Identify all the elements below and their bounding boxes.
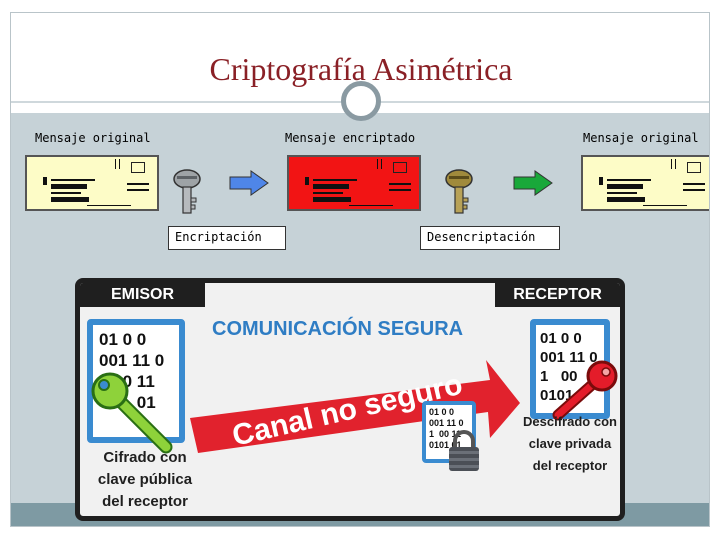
green-public-key-icon [91,372,173,454]
doc-line [127,189,149,191]
doc-rule [381,159,382,169]
doc-line [607,192,637,194]
doc-rule [671,159,672,169]
ring-ornament-icon [341,81,381,121]
sender-caption-line: clave pública [97,471,193,488]
original-message-document [25,155,159,211]
stamp-icon [687,162,701,173]
doc-rule [115,159,116,169]
doc-line [643,205,687,206]
receiver-caption-line: clave privada [528,436,612,451]
sender-caption: Cifrado con clave pública del receptor [80,447,210,513]
sender-tab: EMISOR [80,283,205,307]
receiver-caption-line: del receptor [532,458,608,473]
doc-line [389,189,411,191]
doc-line [51,184,87,189]
sender-binary-data: 01 0 0 001 11 0 00 11 01 01 [99,330,165,412]
doc-mark [43,177,47,185]
stage-label-decrypted: Mensaje original [583,131,699,145]
decrypted-message-document [581,155,709,211]
doc-rule [377,159,378,169]
doc-line [683,189,705,191]
panel-headline: COMUNICACIÓN SEGURA [212,318,464,340]
receiver-binary-data: 01 0 0 001 11 0 1 00 0101 [540,330,598,404]
sender-caption-line: Cifrado con [103,449,187,466]
doc-line [313,192,343,194]
doc-line [607,184,643,189]
stage-label-original: Mensaje original [35,131,151,145]
green-arrow-icon [513,170,553,196]
secure-communication-panel: EMISOR RECEPTOR COMUNICACIÓN SEGURA Cana… [75,278,625,521]
doc-mark [305,177,309,185]
doc-line [389,183,411,185]
stage-label-encrypted: Mensaje encriptado [285,131,416,145]
receiver-caption-line: Descifrado con [523,414,617,429]
blue-arrow-icon [229,170,269,196]
decryption-label: Desencriptación [420,226,560,250]
doc-line [313,179,357,181]
doc-line [87,205,131,206]
doc-line [51,197,89,202]
doc-mark [599,177,603,185]
grey-key-icon [173,169,201,214]
doc-rule [119,159,120,169]
encryption-label: Encriptación [168,226,286,250]
padlock-icon [449,430,479,471]
doc-line [683,183,705,185]
gold-key-icon [445,169,473,214]
doc-line [51,192,81,194]
doc-line [607,179,651,181]
stamp-icon [131,162,145,173]
receiver-caption: Descifrado con clave privada del recepto… [500,411,620,477]
doc-line [607,197,645,202]
red-private-key-icon [552,360,618,421]
doc-line [349,205,393,206]
receiver-tab: RECEPTOR [495,283,620,307]
doc-rule [675,159,676,169]
doc-line [313,184,349,189]
sender-caption-line: del receptor [102,493,188,510]
doc-line [127,183,149,185]
doc-line [51,179,95,181]
slide: Criptografía Asimétrica Mensaje original… [10,12,710,527]
encrypted-message-document [287,155,421,211]
stamp-icon [393,162,407,173]
doc-line [313,197,351,202]
